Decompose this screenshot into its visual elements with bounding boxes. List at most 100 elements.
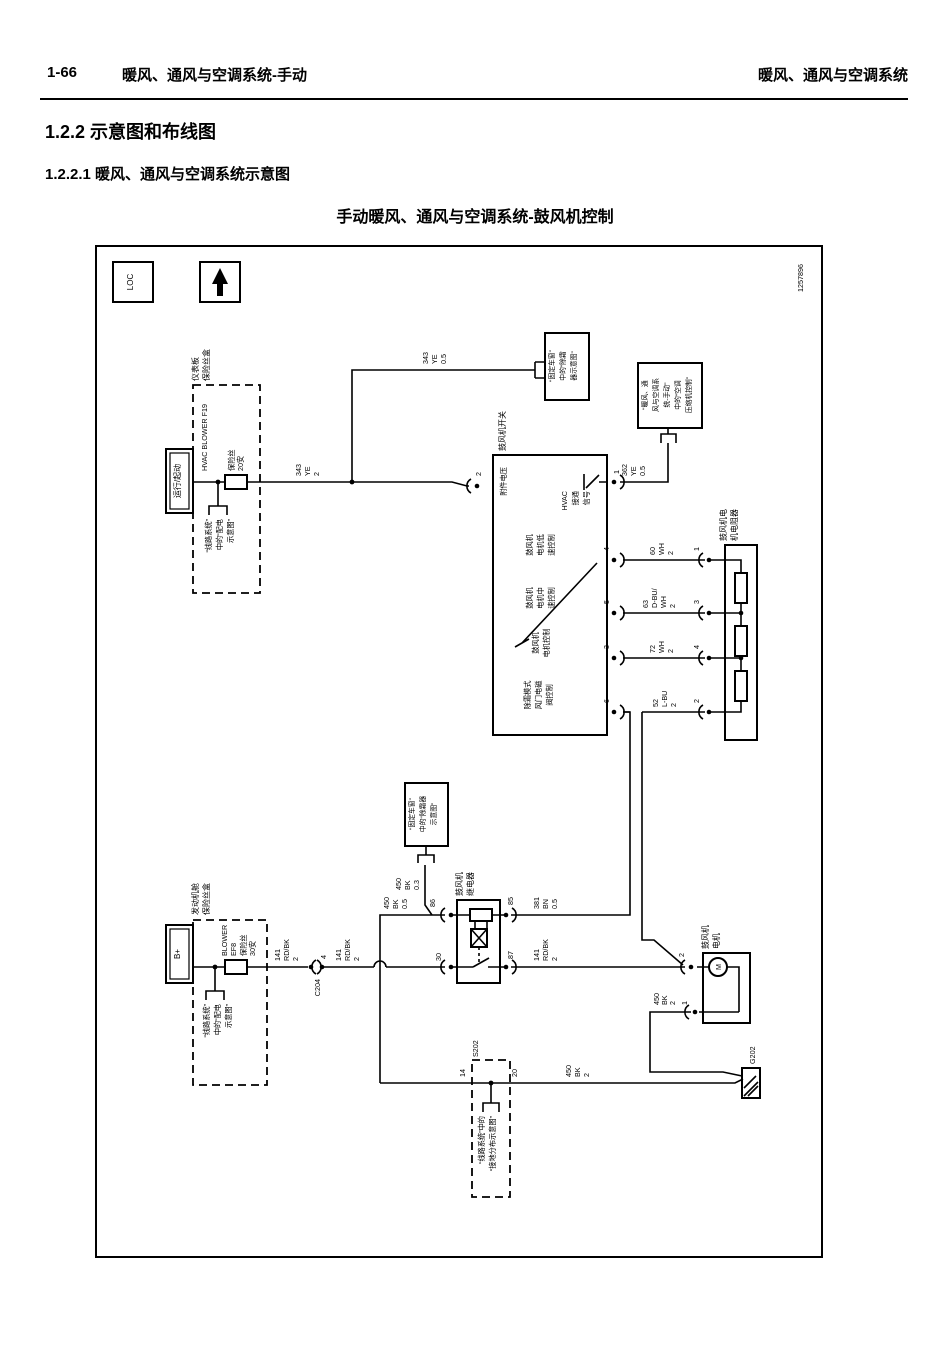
- svg-text:“暖风、通: “暖风、通: [640, 380, 649, 410]
- resistor-label: 鼓风机电: [718, 509, 728, 541]
- ip-fusebox: 仪表板 保险丝盒 HVAC BLOWER F19 保险丝 20安 “线路系统” …: [190, 349, 261, 594]
- ground-ref: “接地分布示意图”: [488, 1115, 497, 1171]
- wire-label-60: WH: [657, 543, 666, 555]
- switch-pin4: 4: [602, 547, 611, 551]
- diagram-frame: [95, 245, 823, 1258]
- wire-label-141b: RD/BK: [343, 939, 352, 961]
- fuse-f19-label: HVAC BLOWER F19: [200, 404, 209, 471]
- svg-text:示意图”: 示意图”: [429, 802, 438, 825]
- run-start-label: 运行/起动: [172, 464, 182, 498]
- diagram-title: 手动暖风、通风与空调系统-鼓风机控制: [336, 209, 614, 226]
- ip-fusebox-label: 保险丝盒: [201, 349, 211, 381]
- wire-label-343-ye-2: 2: [312, 472, 321, 476]
- svg-text:中的“空调: 中的“空调: [673, 380, 682, 410]
- wire-label-450-2a: 450: [652, 993, 661, 1005]
- wire-label-141a: 2: [291, 957, 300, 961]
- wire-label-141b: 141: [334, 949, 343, 961]
- wire-label-381: 381: [532, 897, 541, 909]
- wire-450-motor: [649, 1011, 743, 1077]
- loc-icon: LOC: [112, 261, 154, 303]
- s202-pin14: 14: [458, 1069, 467, 1077]
- wire-label-141a: 141: [273, 949, 282, 961]
- pd-ref: 示意图”: [226, 518, 235, 543]
- loc-icon-label: LOC: [126, 274, 135, 291]
- wire-label-362: YE: [629, 466, 638, 476]
- pd-ref: 中的“配电: [215, 519, 224, 550]
- defogger-ref-box-bottom: “固定车窗” 中的“除霜器 示意图”: [404, 782, 449, 847]
- hvac-contact: [583, 474, 607, 490]
- svg-text:器示意图”: 器示意图”: [569, 351, 578, 381]
- sw-low-label: 速控制: [547, 534, 556, 556]
- header-left: 暖风、通风与空调系统-手动: [122, 67, 307, 84]
- sw-low-label: 电机低: [536, 534, 545, 556]
- c204-pin4: 4: [319, 955, 328, 959]
- wire-label-141c: 2: [550, 957, 559, 961]
- wire-label-362: 362: [620, 464, 629, 476]
- wire-label-450-05: BK: [391, 899, 400, 909]
- motor-pin2: 2: [677, 953, 686, 957]
- wire-label-450-05: 0.5: [400, 899, 409, 909]
- sw-ctrl-label: 鼓风机: [531, 631, 540, 653]
- fuse-f19-symbol: [224, 474, 248, 490]
- wire-label-381: 0.5: [550, 899, 559, 909]
- wire-label-450-03: 0.3: [412, 880, 421, 890]
- wire-381: [511, 711, 631, 916]
- wire-label-141b: 2: [352, 957, 361, 961]
- wire-343: [193, 481, 469, 487]
- resistor-pin4: 4: [692, 645, 701, 649]
- engine-fusebox: 发动机舱 保险丝盒 BLOWER EF8 保险丝 30安 “线路系统” 中的“配…: [190, 883, 268, 1086]
- relay-contact: [453, 957, 504, 968]
- wire-label-63: WH: [659, 596, 668, 608]
- svg-text:中的“除霜器: 中的“除霜器: [418, 796, 427, 832]
- fuse-ef8-label: EF8: [229, 943, 238, 956]
- svg-text:“固定车窗”: “固定车窗”: [407, 797, 416, 829]
- wire-label-52: L-BU: [660, 691, 669, 707]
- wire-label-72: WH: [657, 641, 666, 653]
- wire-label-141a: RD/BK: [282, 939, 291, 961]
- svg-text:统-手动”: 统-手动”: [662, 382, 671, 408]
- splice-s202: S202 14 20 “线路系统”中的 “接地分布示意图”: [458, 1040, 519, 1198]
- fuse-ef8-symbol: [224, 959, 248, 975]
- wire-label-63: D-BU/: [650, 588, 659, 608]
- fuse-ef8-label: 30安: [248, 941, 257, 956]
- relay-pin30: 30: [434, 953, 443, 961]
- fuse-ef8-label: 保险丝: [239, 934, 248, 956]
- run-start-source: 运行/起动: [165, 448, 194, 514]
- blower-switch-label: 鼓风机开关: [497, 411, 507, 451]
- wire-label-343-ye-2: YE: [303, 466, 312, 476]
- ground-run: [380, 1078, 744, 1084]
- relay-label: 鼓风机: [454, 872, 464, 896]
- relay-coil: [469, 908, 493, 922]
- ground-symbol: [741, 1067, 761, 1099]
- sw-mid-label: 电机中: [536, 587, 545, 609]
- engine-fusebox-label: 发动机舱: [190, 883, 200, 915]
- relay-pin87: 87: [506, 951, 515, 959]
- speed-wires: [623, 559, 705, 713]
- switch-pin6: 6: [602, 699, 611, 703]
- switch-pin4-connector: [610, 552, 625, 568]
- wire-label-72: 72: [648, 645, 657, 653]
- motor-label: 电机: [711, 933, 721, 949]
- switch-pin3-connector: [610, 650, 625, 666]
- resistor-pin1: 1: [692, 547, 701, 551]
- wire-label-450-2a: 2: [668, 1001, 677, 1005]
- wire-label-52: 52: [651, 699, 660, 707]
- svg-text:“固定车窗”: “固定车窗”: [547, 349, 556, 381]
- ground-ref: “线路系统”中的: [477, 1116, 486, 1164]
- resistor-pin2: 2: [692, 699, 701, 703]
- switch-pin1: 1: [612, 470, 621, 474]
- relay-pin86: 86: [428, 899, 437, 907]
- resistor-label: 机电阻器: [729, 509, 739, 541]
- c204-connector: [307, 959, 322, 975]
- wire-label-450-2b: 2: [582, 1073, 591, 1077]
- wire-label-141c: 141: [532, 949, 541, 961]
- ip-fusebox-label: 仪表板: [190, 357, 200, 381]
- fuse-f19-label: 保险丝: [227, 449, 236, 471]
- wire-label-450-2a: BK: [660, 995, 669, 1005]
- wire-141: [193, 960, 445, 968]
- wire-label-343-ye-05: YE: [430, 354, 439, 364]
- figure-number: 1257896: [796, 264, 805, 292]
- defogger-ref-box-top: “固定车窗” 中的“除霜 器示意图”: [544, 332, 590, 401]
- engine-fusebox-label: 保险丝盒: [201, 883, 211, 915]
- sw-defrost-label: 阀控制: [545, 684, 554, 706]
